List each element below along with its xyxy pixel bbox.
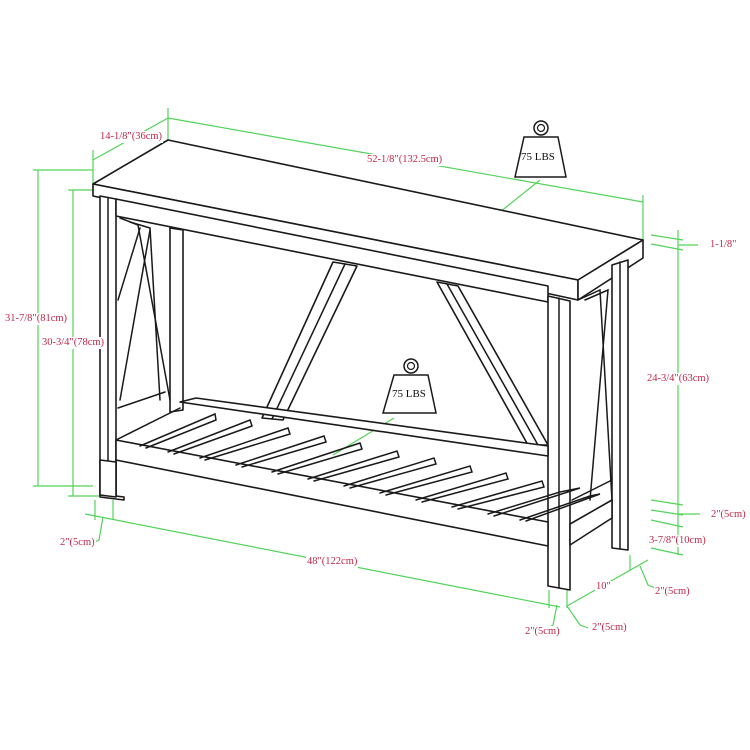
label-leg-width-left: 2"(5cm) — [59, 537, 96, 549]
left-front-foot — [99, 459, 117, 498]
left-side-post — [169, 227, 184, 413]
label-top-thickness: 1-1/8" — [709, 239, 738, 251]
label-leg-span-depth: 10" — [595, 581, 612, 593]
label-under-top-to-shelf: 24-3/4"(63cm) — [646, 373, 711, 385]
table-body — [92, 139, 644, 591]
top-weight-capacity: 75 LBS — [521, 151, 555, 163]
shelf-slats — [139, 412, 601, 522]
label-shelf-clearance: 3-7/8"(10cm) — [648, 535, 707, 547]
tabletop-side-edge — [577, 239, 644, 301]
label-leg-front-width: 2"(5cm) — [524, 626, 561, 638]
label-leg-side-width: 2"(5cm) — [591, 622, 628, 634]
label-overall-height: 31-7/8"(81cm) — [4, 313, 69, 325]
shelf-front-rail — [115, 439, 549, 547]
label-top-depth: 14-1/8"(36cm) — [99, 131, 164, 143]
shelf-weight-capacity: 75 LBS — [392, 388, 426, 400]
weight-icon-shelf — [382, 358, 437, 414]
label-leg-depth-right: 2"(5cm) — [654, 586, 691, 598]
weight-icon-top — [514, 120, 567, 178]
label-leg-height: 30-3/4"(78cm) — [41, 337, 106, 349]
shelf-back-rail — [179, 397, 549, 457]
shelf-side-rail — [569, 499, 613, 546]
label-shelf-thickness: 2"(5cm) — [710, 509, 747, 521]
label-leg-span-width: 48"(122cm) — [306, 556, 359, 568]
label-top-width: 52-1/8"(132.5cm) — [366, 154, 444, 166]
